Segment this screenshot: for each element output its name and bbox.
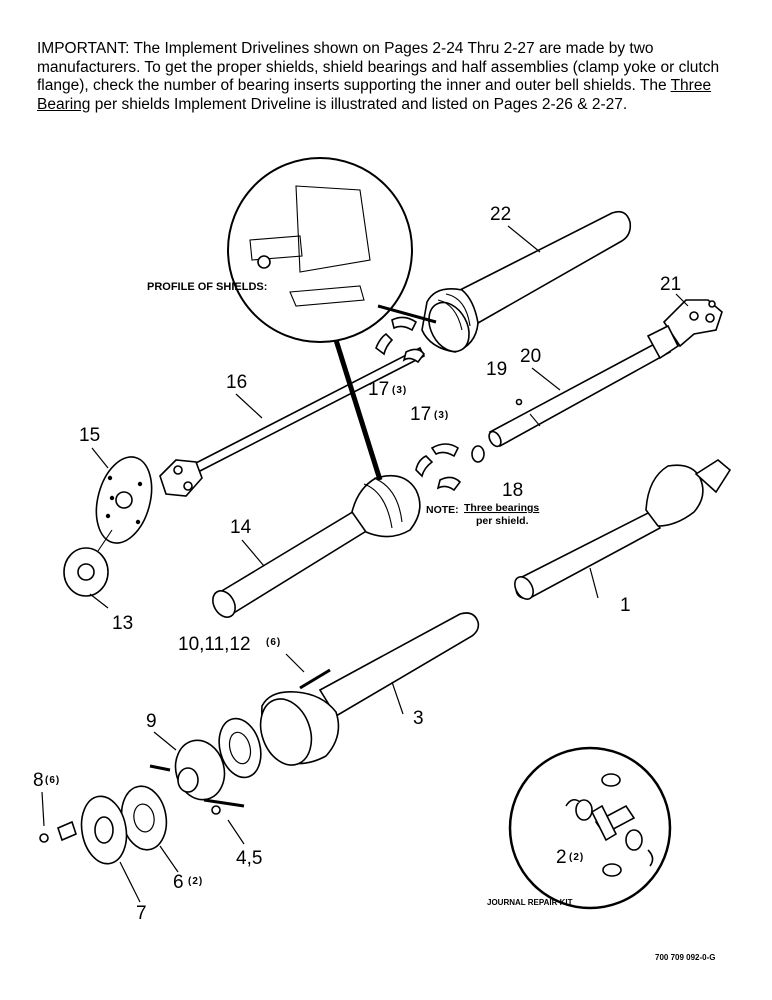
label-part-17-lower-qty: (3): [434, 410, 449, 421]
label-journal-repair-kit: JOURNAL REPAIR KIT: [487, 898, 573, 907]
label-part-3: 3: [413, 708, 424, 729]
label-part-6: 6: [173, 872, 184, 893]
part-9-hub: [174, 739, 226, 801]
part-19-fitting: [515, 398, 523, 406]
part-14-inner-shield: [212, 474, 421, 618]
notice-text-part2: per shields Implement Driveline is illus…: [90, 95, 628, 113]
label-part-1: 1: [620, 595, 631, 616]
part-10-12-bolt: [299, 668, 331, 690]
part-3-clutch-half: [259, 612, 480, 766]
label-part-19: 19: [486, 359, 507, 380]
journal-repair-kit-inset: [508, 746, 672, 910]
part-7-plate: [80, 795, 128, 865]
label-part-10-12-qty: (6): [266, 637, 281, 648]
note-line-1: Three bearings: [464, 502, 539, 514]
label-part-21: 21: [660, 274, 681, 295]
label-part-17-upper: 17: [368, 379, 389, 400]
label-part-17-upper-qty: (3): [392, 385, 407, 396]
label-part-8-qty: (6): [45, 775, 60, 786]
label-part-16: 16: [226, 372, 247, 393]
part-20-inner-tube: [488, 324, 680, 448]
part-16-inner-shaft: [159, 346, 426, 497]
part-18-ring: [471, 445, 485, 463]
label-part-7: 7: [136, 903, 147, 924]
label-part-6-qty: (2): [188, 876, 203, 887]
note-line-2: per shield.: [476, 515, 529, 527]
label-part-20: 20: [520, 346, 541, 367]
important-notice: IMPORTANT: The Implement Drivelines show…: [37, 40, 742, 114]
label-part-9: 9: [146, 711, 157, 732]
notice-text-part1: IMPORTANT: The Implement Drivelines show…: [37, 40, 720, 94]
profile-of-shields-inset: [227, 157, 437, 481]
label-part-14: 14: [230, 517, 252, 538]
label-part-17-lower: 17: [410, 404, 431, 425]
part-17-bearing-segments-upper: [375, 316, 426, 364]
label-part-10-12: 10,11,12: [178, 634, 251, 655]
part-1-outer-tube: [514, 459, 732, 600]
label-part-22: 22: [490, 204, 511, 225]
part-6-friction-disc: [120, 785, 168, 851]
part-21-yoke: [662, 299, 723, 348]
part-15-flange: [95, 456, 153, 544]
part-17-bearing-segments-lower: [415, 443, 462, 492]
part-22-outer-shield: [421, 210, 632, 353]
label-part-15: 15: [79, 425, 100, 446]
part-4-5-bolt-nut: [149, 764, 245, 815]
friction-disc-upper: [218, 717, 262, 779]
label-part-2-qty: (2): [569, 852, 584, 863]
label-part-13: 13: [112, 613, 133, 634]
label-part-4-5: 4,5: [236, 848, 262, 869]
document-number: 700 709 092-0-G: [655, 953, 716, 962]
leader-lines: [41, 225, 689, 903]
note-prefix: NOTE:: [426, 504, 459, 516]
part-8-spring: [39, 820, 77, 843]
label-part-2: 2: [556, 847, 567, 868]
label-part-18: 18: [502, 480, 523, 501]
notice-underlined-text: Three Bearing: [37, 77, 712, 113]
label-part-8: 8: [33, 770, 44, 791]
part-13-bearing: [63, 529, 113, 597]
label-profile-of-shields: PROFILE OF SHIELDS:: [147, 281, 267, 293]
